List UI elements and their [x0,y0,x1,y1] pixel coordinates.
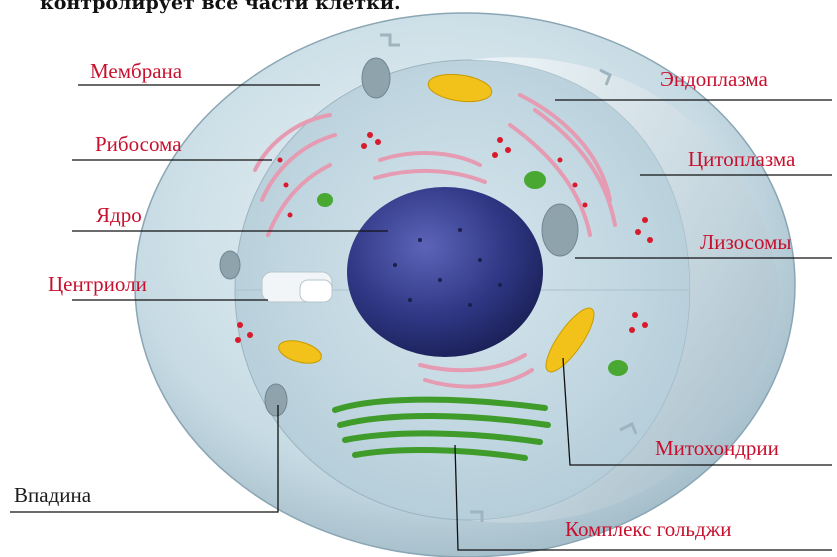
label-depression: Впадина [14,483,91,508]
label-centrioles: Центриоли [48,272,147,297]
label-membrane: Мембрана [90,59,182,84]
label-lysosomes: Лизосомы [700,230,792,255]
label-golgi: Комплекс гольджи [565,517,731,542]
label-endoplasm: Эндоплазма [660,67,768,92]
label-ribosome: Рибосома [95,132,182,157]
centriole-shapes [262,272,332,302]
label-cytoplasm: Цитоплазма [688,147,795,172]
label-nucleus: Ядро [96,203,142,228]
label-mitochondria: Митохондрии [655,436,779,461]
nucleus-shape [347,187,543,357]
